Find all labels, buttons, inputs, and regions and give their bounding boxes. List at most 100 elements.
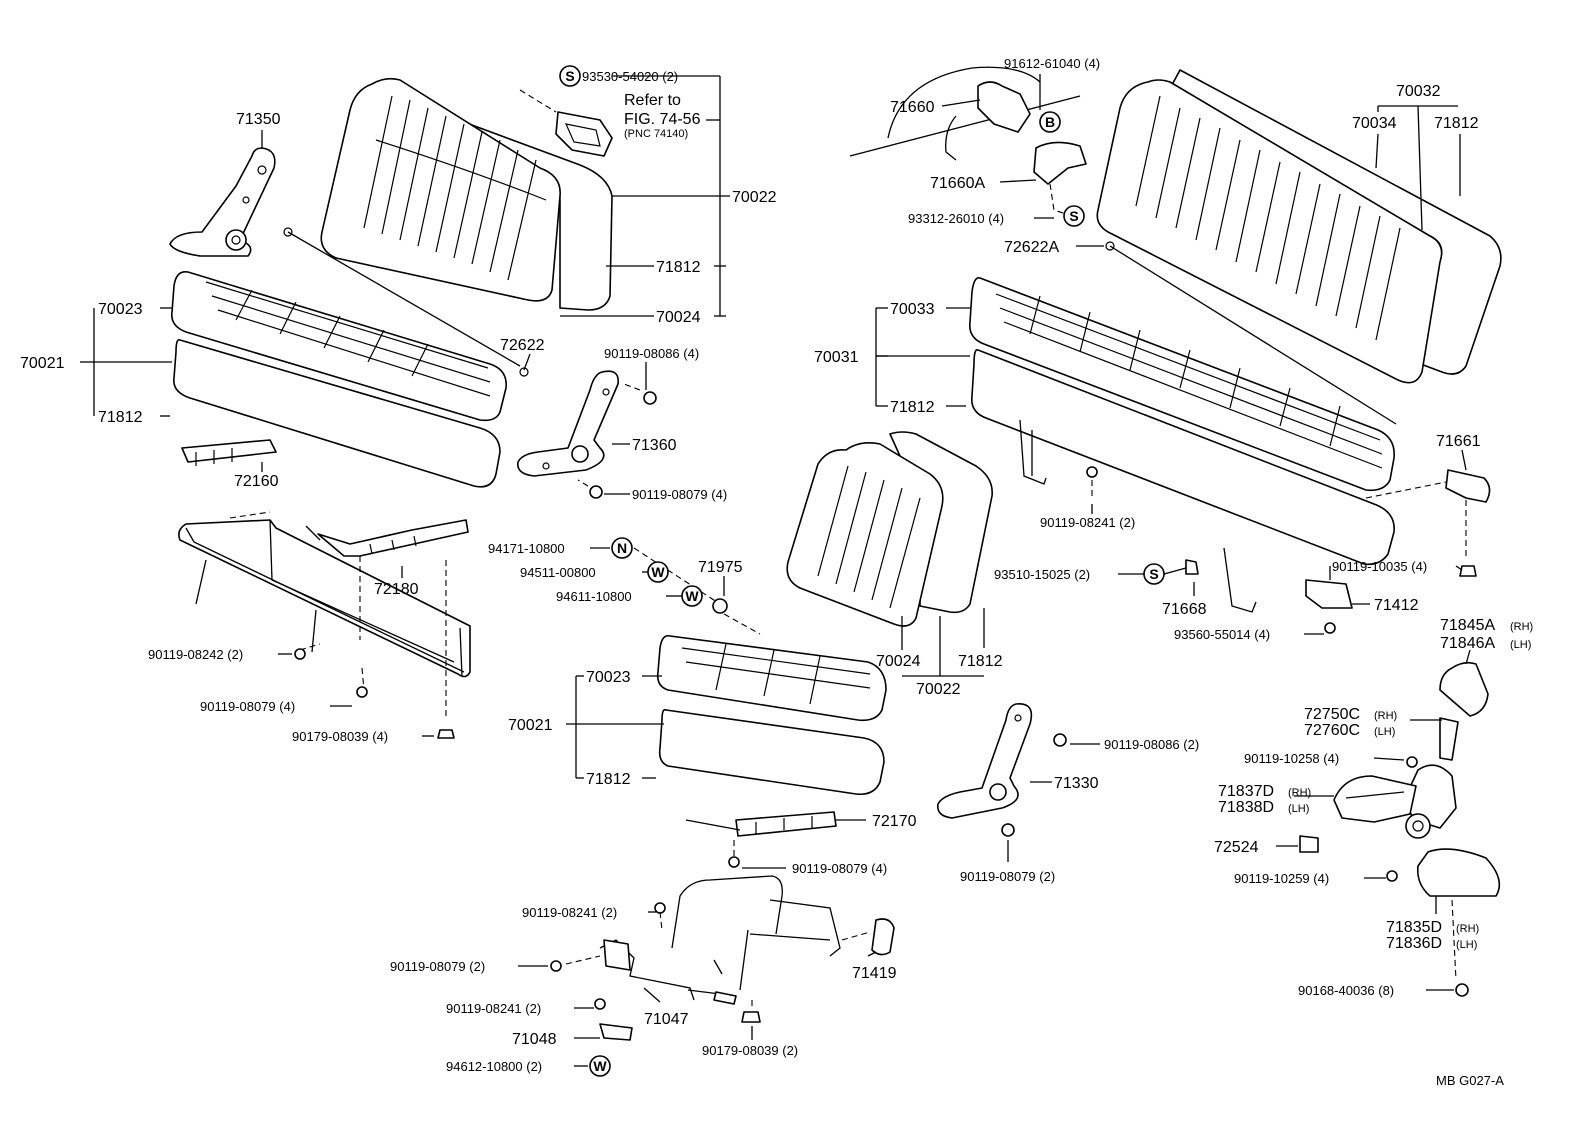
label-71350: 71350 (236, 111, 281, 128)
label-90119-10259: 90119-10259 (4) (1234, 871, 1329, 886)
label-90119-10035: 90119-10035 (4) (1332, 559, 1427, 574)
part-labels: 71350 93530-54020 (2) Refer to FIG. 74-5… (20, 56, 1533, 1088)
label-71048: 71048 (512, 1031, 557, 1048)
symbol-b-1: B (1039, 111, 1061, 133)
label-72760C: 72760C (1304, 722, 1360, 739)
label-71812-l: 71812 (98, 409, 143, 426)
center-washers (633, 547, 761, 635)
label-90119-08241-r: 90119-08241 (2) (1040, 515, 1135, 530)
symbol-s-3: S (1143, 563, 1165, 585)
center-hinge-71360 (517, 370, 657, 499)
svg-text:W: W (685, 588, 699, 604)
center-frame (550, 875, 895, 1041)
label-90119-08079-cb: 90119-08079 (2) (390, 959, 485, 974)
left-slide-72160 (181, 439, 277, 466)
right-rod-72622A (1105, 241, 1397, 425)
right-hinge-71330 (936, 703, 1067, 837)
svg-text:W: W (651, 564, 665, 580)
label-72750C: 72750C (1304, 706, 1360, 723)
label-70021-c: 70021 (508, 717, 553, 734)
label-71412: 71412 (1374, 597, 1419, 614)
label-71835D: 71835D (1386, 919, 1442, 936)
svg-text:S: S (1149, 566, 1158, 582)
right-seat-back (1096, 69, 1502, 384)
label-71812-r: 71812 (1434, 115, 1479, 132)
label-71837D-rh: (RH) (1288, 787, 1311, 799)
label-70024-top: 70024 (656, 309, 701, 326)
label-93530-54020: 93530-54020 (2) (582, 69, 678, 84)
label-70023-c: 70023 (586, 669, 631, 686)
label-94171-10800: 94171-10800 (488, 541, 565, 556)
label-71812-a: 71812 (656, 259, 701, 276)
label-71330: 71330 (1054, 775, 1099, 792)
symbol-n-1: N (611, 537, 633, 559)
label-93560-55014: 93560-55014 (4) (1174, 627, 1270, 642)
label-72180: 72180 (374, 581, 419, 598)
label-90119-08079-c: 90119-08079 (4) (792, 861, 887, 876)
label-70022-c: 70022 (916, 681, 961, 698)
symbol-circles: S B S N W W S W (559, 65, 1165, 1077)
label-71668: 71668 (1162, 601, 1207, 618)
label-72524: 72524 (1214, 839, 1259, 856)
label-71812-c: 71812 (586, 771, 631, 788)
label-90119-08079-r: 90119-08079 (2) (960, 869, 1055, 884)
label-90119-10258: 90119-10258 (4) (1244, 751, 1339, 766)
label-71836D-lh: (LH) (1456, 939, 1477, 951)
leader-lines (80, 74, 1471, 1067)
right-legs (1019, 419, 1257, 613)
label-71836D: 71836D (1386, 935, 1442, 952)
label-94611-10800: 94611-10800 (556, 589, 632, 604)
label-71660: 71660 (890, 99, 935, 116)
label-90119-08241-c: 90119-08241 (2) (522, 905, 617, 920)
label-72622: 72622 (500, 337, 545, 354)
label-90179-08039-l: 90179-08039 (4) (292, 729, 388, 744)
right-parts-71668-71412 (1185, 559, 1353, 634)
label-94511-00800: 94511-00800 (520, 565, 596, 580)
center-latch-74140 (519, 89, 613, 157)
symbol-s-2: S (1063, 205, 1085, 227)
label-72622A: 72622A (1004, 239, 1059, 256)
center-seat-back (786, 431, 993, 627)
svg-text:W: W (593, 1058, 607, 1074)
label-71838D-lh: (LH) (1288, 803, 1309, 815)
symbol-w-1: W (647, 561, 669, 583)
label-71846A-lh: (LH) (1510, 639, 1531, 651)
label-93510-15025: 93510-15025 (2) (994, 567, 1090, 582)
label-70023-l: 70023 (98, 301, 143, 318)
label-70021-l: 70021 (20, 355, 65, 372)
center-slide-72170 (685, 811, 837, 868)
label-71660A: 71660A (930, 175, 985, 192)
label-72760C-lh: (LH) (1374, 726, 1395, 738)
label-71975: 71975 (698, 559, 743, 576)
label-71812-cs: 71812 (958, 653, 1003, 670)
label-72160: 72160 (234, 473, 279, 490)
label-70033: 70033 (890, 301, 935, 318)
left-fasteners (294, 648, 455, 739)
label-90119-08086-r: 90119-08086 (2) (1104, 737, 1199, 752)
label-93312-26010: 93312-26010 (4) (908, 211, 1004, 226)
label-91612-61040: 91612-61040 (4) (1004, 56, 1100, 71)
label-90119-08242: 90119-08242 (2) (148, 647, 243, 662)
refer-line2: FIG. 74-56 (624, 111, 701, 128)
symbol-w-2: W (681, 585, 703, 607)
left-frame (178, 519, 471, 678)
label-71360: 71360 (632, 437, 677, 454)
right-bracket-71661 (1365, 469, 1491, 577)
label-71047: 71047 (644, 1011, 689, 1028)
label-90119-08086-m: 90119-08086 (4) (604, 346, 699, 361)
label-90119-08079-l: 90119-08079 (4) (200, 699, 295, 714)
svg-text:B: B (1045, 114, 1055, 130)
label-70032: 70032 (1396, 83, 1441, 100)
label-90179-08039-c: 90179-08039 (2) (702, 1043, 798, 1058)
symbol-s-1: S (559, 65, 581, 87)
diagram-id: MB G027-A (1436, 1073, 1504, 1088)
label-94612-10800: 94612-10800 (2) (446, 1059, 542, 1074)
label-72750C-rh: (RH) (1374, 710, 1397, 722)
label-72170: 72170 (872, 813, 917, 830)
label-70024-c: 70024 (876, 653, 921, 670)
svg-text:S: S (1069, 208, 1078, 224)
svg-text:N: N (617, 540, 627, 556)
label-71661: 71661 (1436, 433, 1481, 450)
